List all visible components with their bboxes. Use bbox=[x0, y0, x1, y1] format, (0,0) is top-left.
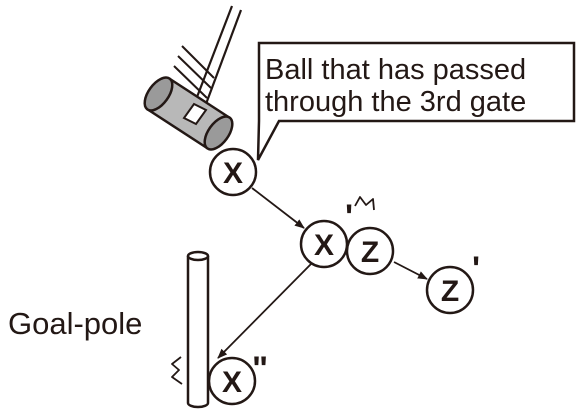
mallet-shaft bbox=[192, 6, 241, 112]
ball-z-prime-label: Z bbox=[441, 275, 459, 308]
ball-x-double-prime-label: X bbox=[222, 366, 242, 399]
ball-z-label: Z bbox=[361, 236, 379, 269]
ball-x: X bbox=[210, 149, 256, 195]
ball-x-double-prime: X " bbox=[209, 350, 268, 404]
callout-text-line1: Ball that has passed bbox=[265, 54, 526, 86]
goal-pole-label: Goal-pole bbox=[8, 306, 142, 341]
ball-x-label: X bbox=[223, 157, 243, 190]
ball-x-prime-label: X bbox=[314, 229, 334, 262]
ball-x-prime-mark: ' bbox=[345, 198, 353, 236]
callout-text-line2: through the 3rd gate bbox=[265, 86, 526, 118]
impact-mark-pole bbox=[172, 357, 182, 384]
arrow-z-to-z-prime bbox=[394, 262, 427, 279]
arrow-x-to-x-prime bbox=[252, 188, 304, 228]
impact-mark-top bbox=[355, 197, 374, 210]
ball-z: Z bbox=[347, 228, 393, 274]
ball-z-prime: Z ' bbox=[427, 250, 480, 313]
ball-x-prime: X ' bbox=[301, 198, 353, 267]
ball-z-prime-mark: ' bbox=[472, 250, 480, 288]
goal-pole bbox=[188, 252, 208, 407]
ball-x-double-prime-mark: " bbox=[252, 350, 268, 388]
arrow-x-prime-to-x-double-prime bbox=[218, 264, 311, 358]
